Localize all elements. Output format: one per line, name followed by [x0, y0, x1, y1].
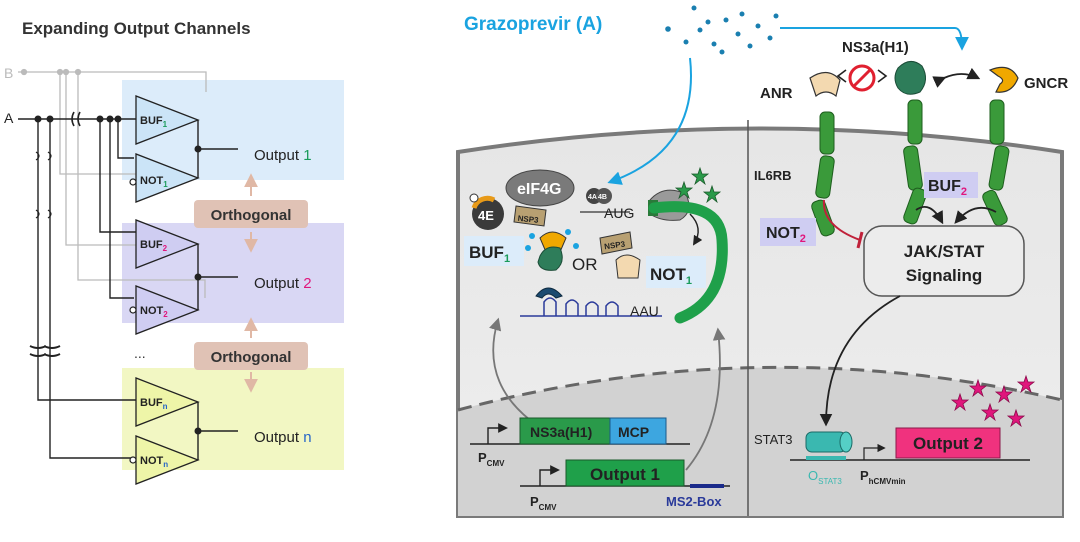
phcmvmin-label: PhCMVmin — [860, 468, 906, 486]
ns3a-gncr-arrow — [932, 67, 981, 88]
svg-text:BUF2: BUF2 — [140, 239, 168, 253]
receptor-right — [982, 99, 1010, 227]
jakstat-to-stat3-arrow — [819, 295, 901, 427]
output1-construct — [520, 459, 730, 488]
right-panel: Grazoprevir (A) NS3a(H1) ANR GNCR — [456, 5, 1068, 518]
input-b-label: B — [4, 65, 13, 81]
il6rb-label: IL6RB — [754, 168, 792, 183]
svg-text:NOT2: NOT2 — [140, 305, 168, 319]
buf2-label: BUF2 — [928, 178, 967, 198]
no-binding-icon — [836, 64, 888, 92]
input-b-wires — [18, 68, 207, 298]
il6rb-inhibition — [822, 199, 861, 241]
mcp-binder — [535, 287, 563, 299]
ostat3-label: OSTAT3 — [808, 468, 842, 486]
eif4g-complex — [505, 169, 612, 207]
orthogonal-label-2: Orthogonal — [211, 349, 292, 366]
svg-text:BUF1: BUF1 — [140, 115, 168, 129]
nsp3-not — [599, 231, 633, 255]
ms2-box-label: MS2-Box — [666, 494, 722, 509]
not1-label: NOT1 — [650, 265, 692, 287]
orthogonal-label-1: Orthogonal — [211, 207, 292, 224]
output-n-label: Output n — [254, 429, 312, 446]
drug-arrows — [607, 27, 969, 185]
buf2-badge — [924, 172, 978, 198]
jakstat-box — [863, 225, 1025, 297]
factor-4e — [469, 193, 504, 230]
gate-buf-2: BUF2 — [135, 219, 200, 269]
ribosome-scan-arrow — [689, 213, 703, 246]
buf1-label: BUF1 — [469, 243, 510, 265]
gncr-binder — [988, 66, 1019, 93]
gate-not-n: NOTn — [129, 435, 200, 485]
anr-binder — [809, 71, 841, 98]
buf1-complex — [525, 229, 579, 271]
output1-translation-arrow — [685, 327, 726, 471]
output2-gene-label: Output 2 — [913, 434, 983, 453]
output1-gene-label: Output 1 — [590, 465, 660, 484]
gate-ellipsis: ... — [134, 345, 146, 361]
gate-buf-1: BUF1 — [135, 95, 200, 145]
input-a-label: A — [4, 110, 14, 126]
inhibition-bar — [856, 231, 864, 249]
left-panel-title: Expanding Output Channels — [22, 19, 251, 38]
mrna-body — [648, 201, 728, 324]
nsp3-label-not: NSP3 — [604, 239, 626, 251]
drug-label: Grazoprevir (A) — [464, 14, 602, 35]
il6rb-receptor-left — [811, 111, 835, 237]
drug-molecules — [665, 5, 779, 55]
ns3a-gene-label: NS3a(H1) — [530, 424, 592, 440]
ns3a-protein — [894, 61, 926, 95]
gate-buf-n: BUFn — [135, 377, 200, 427]
output2-construct — [790, 427, 1030, 461]
mcp-gene-label: MCP — [618, 424, 649, 440]
jakstat-line-2: Signaling — [906, 266, 983, 285]
nsp3-buf — [513, 205, 547, 227]
output-1-label: Output 1 — [254, 147, 312, 164]
left-panel: Expanding Output Channels B A — [4, 19, 344, 485]
wire-break-marks — [29, 111, 81, 357]
jakstat-line-1: JAK/STAT — [904, 242, 985, 261]
gate-output-wires — [194, 120, 238, 460]
gate-not-1: NOT1 — [129, 153, 200, 203]
aug-label: AUG — [604, 205, 634, 221]
not2-label: NOT2 — [766, 225, 806, 245]
output-2-label: Output 2 — [254, 275, 312, 292]
pcmv-label-1: PCMV — [478, 450, 505, 468]
anr-label: ANR — [760, 85, 793, 102]
eif4g-label: eIF4G — [517, 181, 561, 198]
ns3a-protein-label: NS3a(H1) — [842, 39, 909, 56]
stat3-protein — [805, 431, 853, 453]
nsp3-label-buf: NSP3 — [517, 214, 539, 225]
buf1-badge — [464, 236, 524, 266]
svg-text:BUFn: BUFn — [140, 397, 168, 411]
or-label: OR — [572, 255, 598, 274]
aau-label: AAU — [630, 303, 659, 319]
receptor-middle — [903, 99, 927, 225]
gate-not-2: NOT2 — [129, 285, 200, 335]
svg-text:NOT1: NOT1 — [140, 175, 168, 189]
not2-badge — [760, 218, 816, 246]
not1-badge — [646, 256, 706, 288]
orthogonal-box-2 — [194, 342, 308, 370]
factor-4b-label: 4B — [598, 194, 607, 201]
pcmv-label-2: PCMV — [530, 494, 557, 512]
ns3a-mcp-construct — [470, 417, 690, 445]
protein-stars — [674, 166, 722, 204]
orthogonal-box-1 — [194, 200, 308, 228]
svg-text:NOTn: NOTn — [140, 455, 168, 469]
factor-4a-label: 4A — [588, 194, 597, 201]
input-a-wires — [18, 115, 136, 459]
jakstat-activation-arrows — [915, 206, 997, 225]
gncr-label: GNCR — [1024, 75, 1068, 92]
stat3-label: STAT3 — [754, 432, 793, 447]
ns3a-translation-arrow — [489, 317, 531, 421]
ms2-hairpins — [520, 297, 662, 317]
not1-binder — [615, 254, 641, 279]
output2-protein-stars — [950, 374, 1036, 428]
factor-4e-label: 4E — [478, 208, 494, 223]
